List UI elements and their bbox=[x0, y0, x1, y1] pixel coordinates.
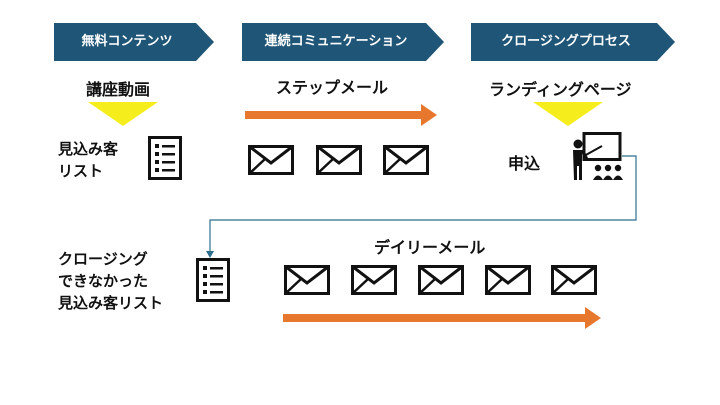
mail-icon bbox=[418, 265, 464, 295]
mail-icon bbox=[351, 265, 397, 295]
mail-icon bbox=[383, 145, 429, 175]
lead-list-label: 見込み客 リスト bbox=[58, 138, 118, 182]
mail-icon bbox=[248, 145, 294, 175]
stage-free-content: 無料コンテンツ bbox=[54, 23, 214, 61]
list-document-icon bbox=[148, 136, 182, 180]
down-arrow-icon bbox=[88, 102, 158, 126]
lead-list-line1: 見込み客 bbox=[58, 140, 119, 158]
stage-closing-process: クロージングプロセス bbox=[471, 23, 675, 61]
unclosed-line1: クロージング bbox=[58, 250, 148, 268]
mail-icon bbox=[485, 265, 531, 295]
mail-icon bbox=[316, 145, 362, 175]
step-mail-progress-arrow bbox=[245, 104, 437, 126]
step-mail-label: ステップメール bbox=[276, 78, 389, 97]
mail-icon bbox=[284, 265, 330, 295]
daily-mail-progress-arrow bbox=[283, 307, 601, 329]
lead-list-line2: リスト bbox=[58, 162, 104, 180]
video-course-label: 講座動画 bbox=[86, 80, 151, 99]
down-arrow-icon bbox=[533, 102, 603, 126]
daily-mail-label: デイリーメール bbox=[374, 238, 486, 257]
unclosed-line3: 見込み客リスト bbox=[58, 294, 164, 312]
landing-page-label: ランディングページ bbox=[489, 80, 632, 99]
unclosed-lead-list-label: クロージング できなかった 見込み客リスト bbox=[58, 248, 163, 314]
unclosed-line2: できなかった bbox=[58, 272, 149, 290]
stage-continuous-communication: 連続コミュニケーション bbox=[242, 23, 444, 61]
mail-icon bbox=[551, 265, 597, 295]
apply-label: 申込 bbox=[508, 154, 541, 173]
presenter-audience-icon bbox=[573, 132, 623, 180]
list-document-icon bbox=[196, 258, 230, 302]
